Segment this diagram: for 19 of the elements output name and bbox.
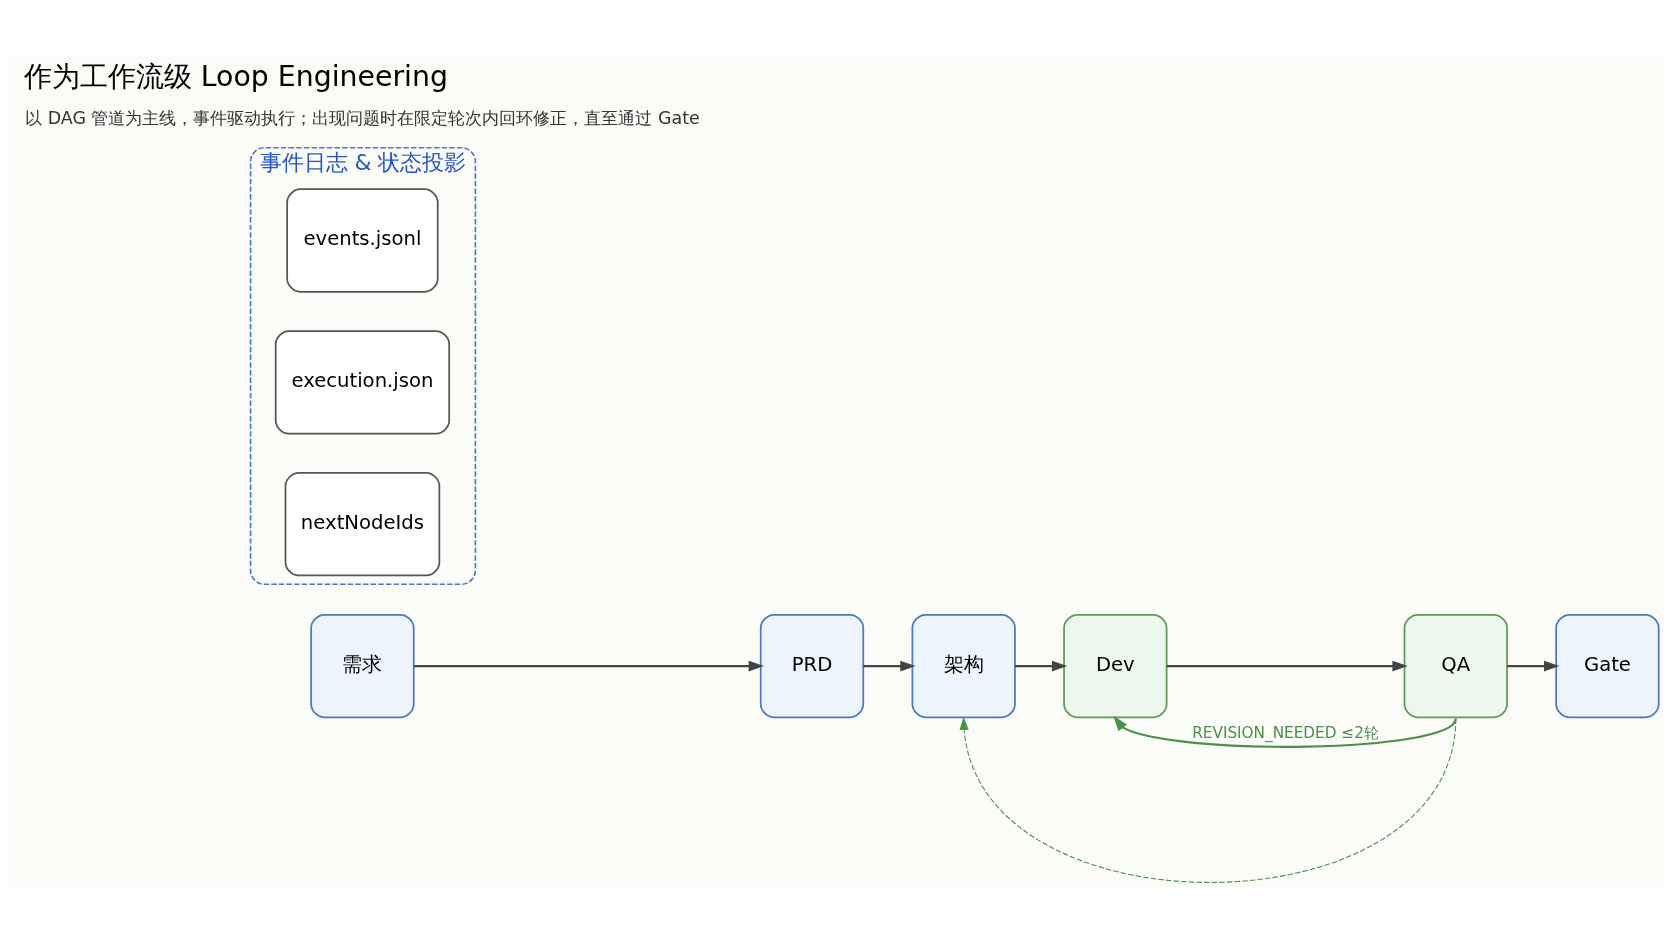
node-box: 架构 bbox=[911, 613, 1016, 718]
node-box: PRD bbox=[759, 613, 865, 718]
node-box: Gate bbox=[1555, 613, 1660, 718]
edge-label: REVISION_NEEDED ≤2轮 bbox=[1192, 723, 1379, 742]
arrow bbox=[1113, 715, 1457, 748]
node-box: Dev bbox=[1063, 613, 1168, 718]
node-box: nextNodeIds bbox=[284, 471, 441, 576]
arrow bbox=[863, 660, 916, 671]
label: 以 DAG 管道为主线，事件驱动执行；出现问题时在限定轮次内回环修正，直至通过 Gate bbox=[25, 107, 700, 128]
diagram-title: 作为工作流级 Loop Engineering bbox=[23, 59, 448, 93]
node-box: events.jsonl bbox=[286, 187, 439, 293]
node-box: 需求 bbox=[310, 613, 415, 718]
node-box: execution.json bbox=[274, 329, 451, 434]
arrow bbox=[959, 716, 1457, 883]
arrow bbox=[1507, 660, 1560, 671]
arrow bbox=[414, 660, 764, 671]
node-box: QA bbox=[1403, 613, 1508, 718]
arrow bbox=[1014, 660, 1068, 671]
arrow bbox=[1166, 660, 1408, 671]
